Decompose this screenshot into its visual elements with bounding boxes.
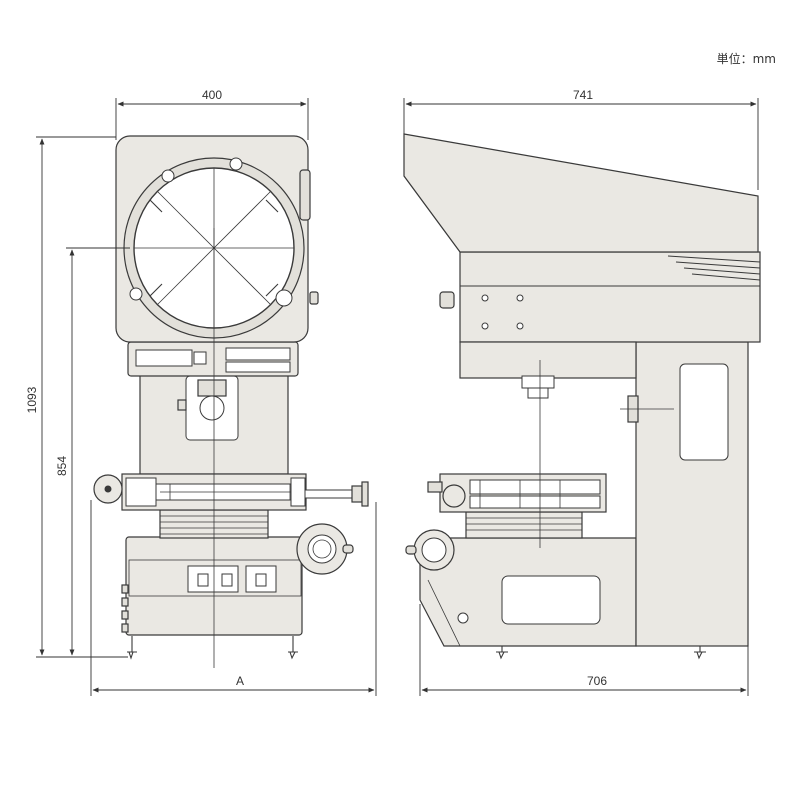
side-base-window <box>501 575 601 625</box>
dim-706-label: 706 <box>587 674 607 688</box>
side-base-bolt-left <box>457 612 469 624</box>
front-stage-rail-lines <box>160 484 296 500</box>
focus-handwheel-inner <box>312 539 332 559</box>
dim-1093-label: 1093 <box>25 386 39 413</box>
front-stage-left-block <box>125 477 157 507</box>
front-dimensions: 400 1093 854 A <box>25 88 377 696</box>
front-button-row-1 <box>225 347 291 361</box>
side-screw-2 <box>516 294 524 302</box>
side-base-slant <box>427 579 461 647</box>
x-micrometer-barrel <box>304 489 356 499</box>
focus-handwheel-grip <box>342 544 354 554</box>
front-head-side-panel <box>299 169 311 221</box>
side-bellows <box>465 511 583 539</box>
front-foot-left <box>127 636 137 660</box>
front-lens-mount <box>197 379 227 397</box>
front-foot-right <box>288 636 298 660</box>
side-stage-knob <box>427 481 443 493</box>
screen-knob-top-left <box>161 169 175 183</box>
front-view <box>93 135 369 668</box>
y-micrometer-wheel-center <box>104 485 112 493</box>
side-head-lower <box>459 341 637 379</box>
side-screw-4 <box>516 322 524 330</box>
side-screw-3 <box>481 322 489 330</box>
front-stage-right-block <box>290 477 306 507</box>
side-screw-1 <box>481 294 489 302</box>
dim-741-label: 741 <box>573 88 593 102</box>
front-head-knob <box>309 291 319 305</box>
front-control-panel <box>128 559 302 597</box>
side-focus-wheel-hub <box>421 537 447 563</box>
unit-label: 単位：mm <box>717 51 776 66</box>
side-stage-rail <box>469 495 601 509</box>
side-knob-1 <box>121 584 129 594</box>
screen-angle-knob <box>275 289 293 307</box>
side-hood <box>403 133 759 253</box>
dim-706-extension <box>419 604 749 696</box>
side-knob-2 <box>121 597 129 607</box>
front-readout-button <box>193 351 207 365</box>
dim-a-label: A <box>236 674 244 688</box>
side-knob-4 <box>121 623 129 633</box>
dim-a-extension <box>90 500 377 696</box>
side-foot-left <box>496 646 508 660</box>
side-foot-right <box>694 646 706 660</box>
side-view <box>403 133 761 660</box>
side-head-knob <box>439 291 455 309</box>
counter-switch <box>255 573 267 587</box>
power-switch <box>197 573 209 587</box>
side-stage-lines <box>479 480 561 508</box>
front-digital-readout <box>135 349 193 367</box>
side-focus-grip <box>405 545 417 555</box>
side-column-panel <box>679 363 729 461</box>
screen-knob-bottom-left <box>129 287 143 301</box>
screen-clamps <box>149 199 279 297</box>
screen-knob-top <box>229 157 243 171</box>
front-lens-knob <box>177 399 187 411</box>
dim-741-extension <box>403 98 759 190</box>
front-lens <box>199 395 225 421</box>
dim-400-label: 400 <box>202 88 222 102</box>
side-lens-mount <box>521 375 555 389</box>
front-button-row-2 <box>225 361 291 373</box>
side-stage-wheel <box>442 484 466 508</box>
x-micrometer-thimble <box>351 485 363 503</box>
lamp-switch <box>221 573 233 587</box>
x-micrometer-knob <box>361 481 369 507</box>
focus-handwheel-hub <box>307 534 337 564</box>
side-lens <box>527 387 549 399</box>
side-bellows-lines <box>466 517 582 531</box>
side-dimensions: 741 706 <box>403 88 759 696</box>
side-stage-top <box>469 479 601 495</box>
side-hood-edge <box>403 175 461 253</box>
dim-1093-extension <box>36 136 128 658</box>
dim-854-label: 854 <box>55 456 69 476</box>
side-head-body <box>459 251 761 343</box>
dim-400-extension <box>115 98 309 140</box>
side-knob-3 <box>121 610 129 620</box>
